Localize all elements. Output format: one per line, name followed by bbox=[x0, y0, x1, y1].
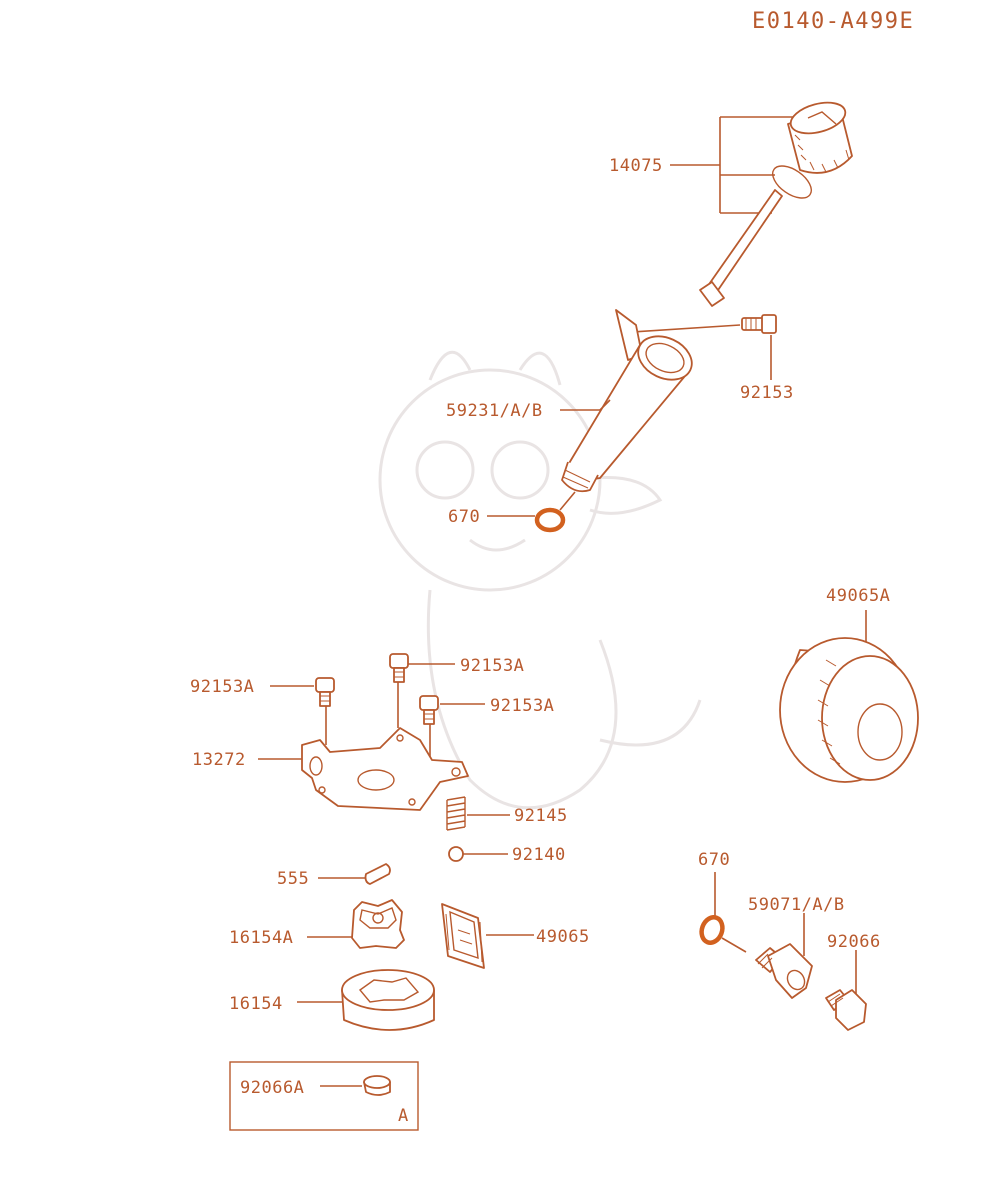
part-plate-13272 bbox=[258, 727, 469, 811]
label-13272: 13272 bbox=[192, 750, 246, 770]
label-59071: 59071/A/B bbox=[748, 895, 845, 915]
label-16154: 16154 bbox=[229, 994, 283, 1014]
label-92140: 92140 bbox=[512, 845, 566, 865]
label-16154A: 16154A bbox=[229, 928, 293, 948]
part-dipstick bbox=[670, 101, 853, 307]
part-plug-59071 bbox=[755, 913, 813, 999]
inset-letter: A bbox=[398, 1106, 409, 1126]
label-670-top: 670 bbox=[448, 507, 480, 527]
label-92153A-right: 92153A bbox=[490, 696, 554, 716]
part-oring-670-right bbox=[699, 872, 747, 953]
part-bolt-92153 bbox=[631, 314, 777, 380]
part-spring-92145 bbox=[446, 796, 510, 831]
label-92153A-left: 92153A bbox=[190, 677, 254, 697]
label-92153: 92153 bbox=[740, 383, 794, 403]
part-oring-670-top bbox=[487, 491, 576, 533]
label-59231: 59231/A/B bbox=[446, 401, 543, 421]
part-oil-filter bbox=[779, 610, 919, 783]
inset-box-a bbox=[229, 1061, 419, 1131]
part-ball-92140 bbox=[448, 846, 508, 862]
label-92153A-top: 92153A bbox=[460, 656, 524, 676]
label-49065A: 49065A bbox=[826, 586, 890, 606]
label-14075: 14075 bbox=[609, 156, 663, 176]
part-inner-rotor bbox=[307, 899, 405, 949]
part-pin-555 bbox=[318, 863, 391, 885]
label-92145: 92145 bbox=[514, 806, 568, 826]
watermark bbox=[378, 350, 702, 810]
label-670-right: 670 bbox=[698, 850, 730, 870]
part-bolt-92153A-top bbox=[389, 653, 455, 728]
label-92066A: 92066A bbox=[240, 1078, 304, 1098]
diagram-code: E0140-A499E bbox=[752, 9, 914, 34]
label-555: 555 bbox=[277, 869, 309, 889]
part-screen-49065 bbox=[441, 903, 534, 969]
part-outer-rotor bbox=[297, 969, 435, 1031]
label-49065: 49065 bbox=[536, 927, 590, 947]
part-drain-plug-92066 bbox=[825, 950, 867, 1031]
part-filler-tube bbox=[560, 309, 693, 493]
label-92066: 92066 bbox=[827, 932, 881, 952]
part-bolt-92153A-left bbox=[270, 677, 335, 745]
